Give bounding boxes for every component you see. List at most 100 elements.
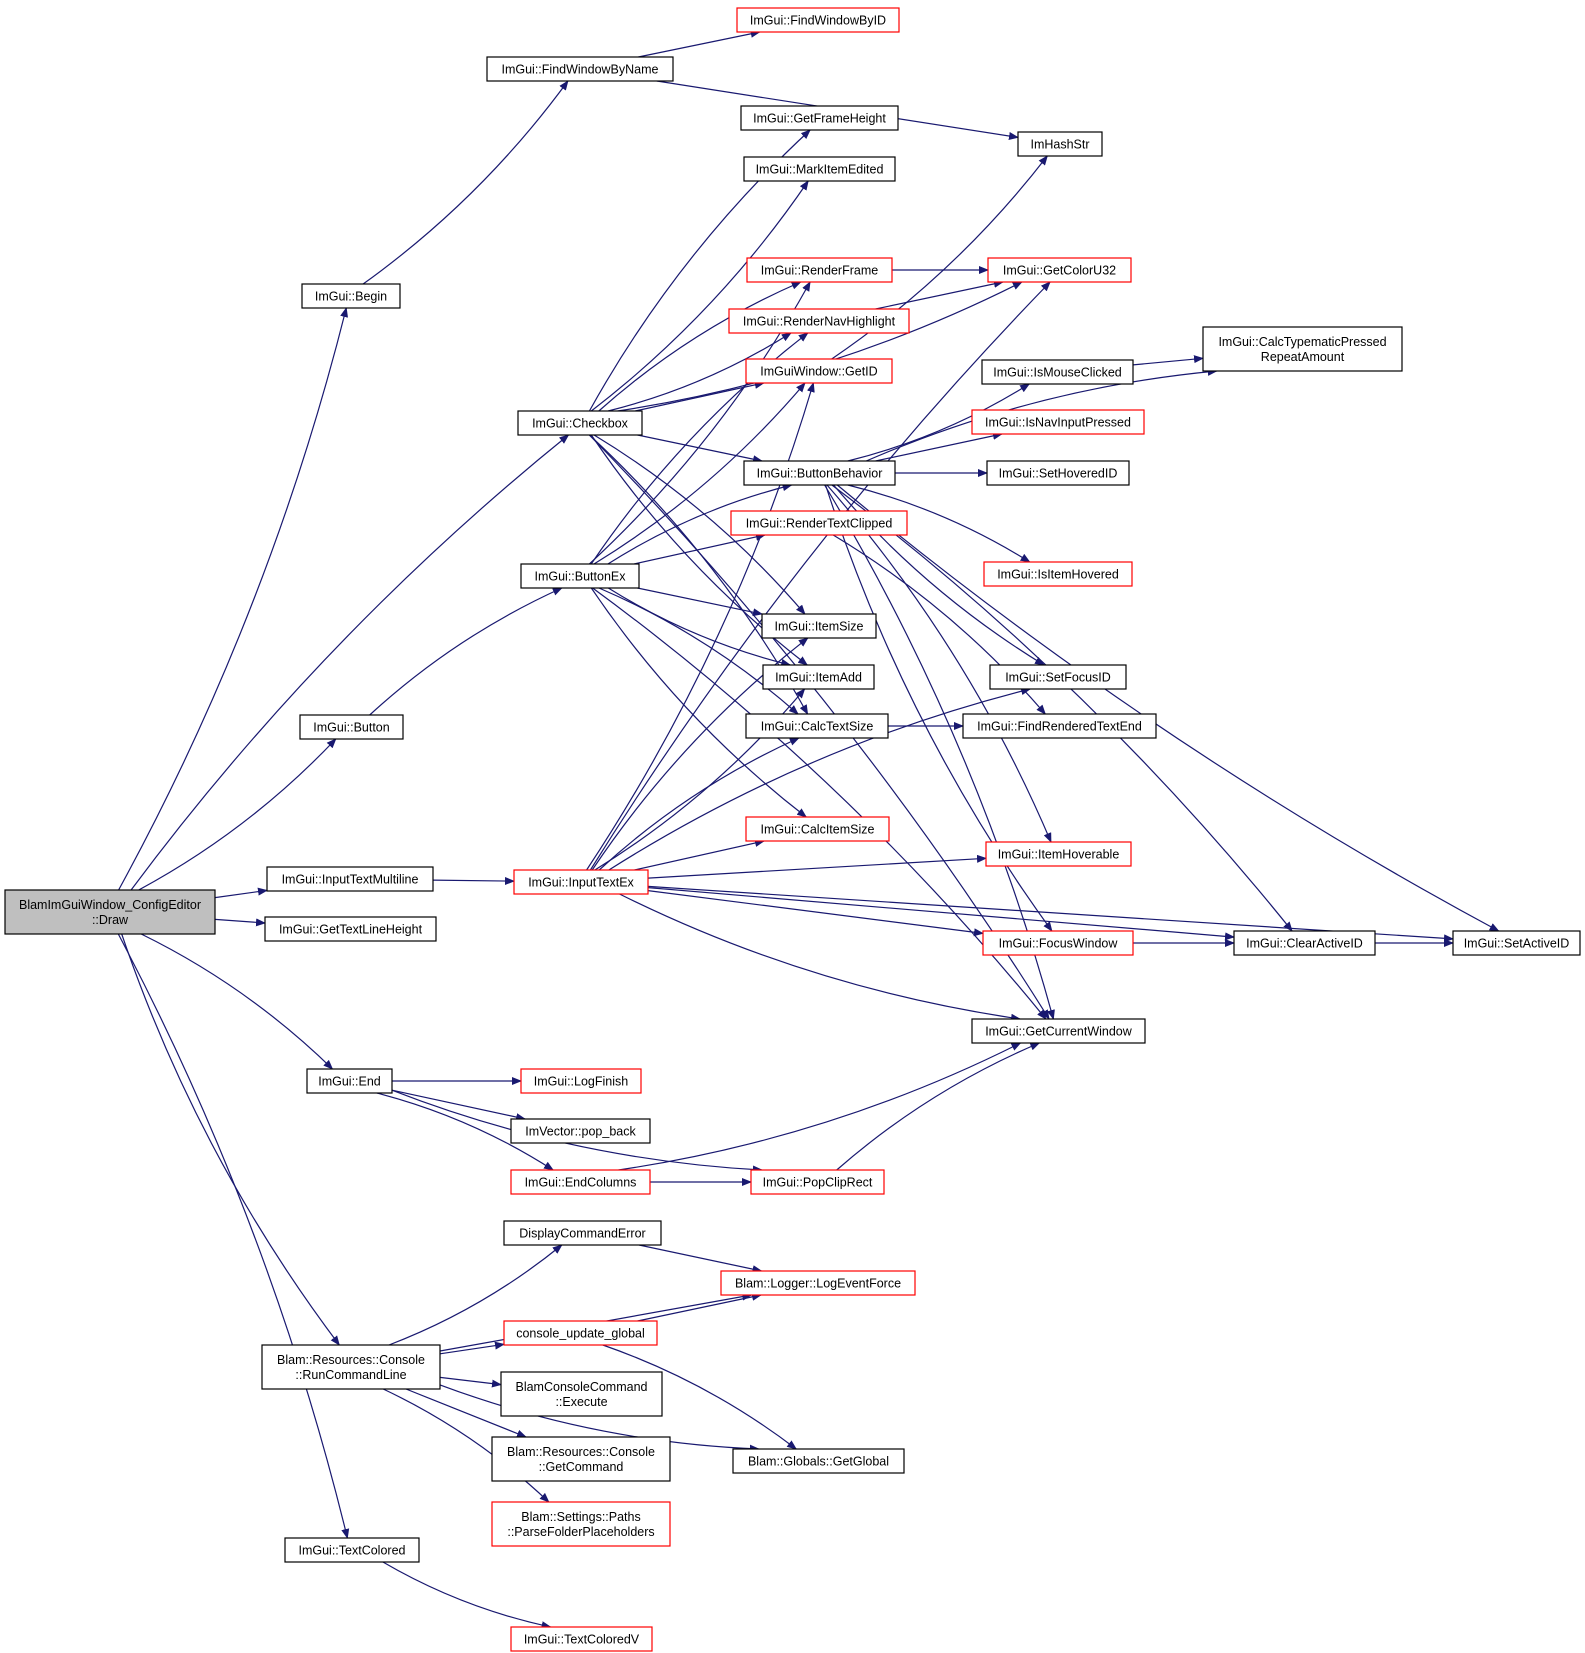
node-buttonex[interactable]: ImGui::ButtonEx [520, 563, 640, 589]
node-isnavinput[interactable]: ImGui::IsNavInputPressed [971, 409, 1145, 435]
edge-runcmd-to-getglobal [439, 1384, 760, 1453]
node-consoleupdate[interactable]: console_update_global [503, 1320, 658, 1346]
node-box [520, 563, 640, 589]
edge-displayerr-to-logevent [638, 1244, 763, 1274]
node-parsefolder[interactable]: Blam::Settings::Paths::ParseFolderPlaceh… [491, 1501, 671, 1547]
edge-buttonbehavior-to-ismouseclicked [847, 383, 1031, 462]
node-itemadd[interactable]: ImGui::ItemAdd [762, 664, 875, 690]
node-logfinish[interactable]: ImGui::LogFinish [520, 1068, 642, 1094]
edge-inputex-to-calctextsize [598, 737, 800, 871]
node-getid[interactable]: ImGuiWindow::GetID [745, 358, 893, 384]
node-endcolumns[interactable]: ImGui::EndColumns [510, 1169, 651, 1195]
edge-inputex-to-setfocusid [608, 687, 1032, 871]
node-getglobal[interactable]: Blam::Globals::GetGlobal [732, 1448, 905, 1474]
node-label: ::Execute [555, 1395, 607, 1409]
edge-buttonex-to-calctextsize [598, 587, 799, 715]
node-box [745, 358, 893, 384]
node-logevent[interactable]: Blam::Logger::LogEventForce [720, 1270, 916, 1296]
node-box [491, 1436, 671, 1482]
node-popcliprect[interactable]: ImGui::PopClipRect [750, 1169, 885, 1195]
node-execute[interactable]: BlamConsoleCommand::Execute [500, 1371, 663, 1417]
node-box [486, 56, 674, 82]
node-box [983, 561, 1133, 587]
edge-inputex-to-calcitemsize [634, 839, 765, 871]
edge-buttonbehavior-to-itemhoverable [826, 484, 1052, 843]
node-box [732, 1448, 905, 1474]
edge-checkbox-to-rendernav [607, 332, 792, 412]
node-getcommand[interactable]: Blam::Resources::Console::GetCommand [491, 1436, 671, 1482]
node-label: ImGui::Checkbox [532, 417, 629, 431]
node-focuswindow[interactable]: ImGui::FocusWindow [982, 930, 1134, 956]
node-rendernav[interactable]: ImGui::RenderNavHighlight [728, 308, 910, 334]
node-renderframe[interactable]: ImGui::RenderFrame [746, 257, 893, 283]
node-box [987, 257, 1132, 283]
edge-buttonex-to-buttonbehavior [607, 483, 793, 565]
edge-popcliprect-to-getcurrentwindow [836, 1042, 1041, 1171]
node-box [503, 1220, 662, 1246]
node-rendertextclipped[interactable]: ImGui::RenderTextClipped [730, 510, 908, 536]
node-textlineheight[interactable]: ImGui::GetTextLineHeight [264, 916, 437, 942]
node-box [743, 156, 896, 182]
node-label: ImGui::CalcTypematicPressed [1218, 335, 1386, 349]
node-setfocusid[interactable]: ImGui::SetFocusID [989, 664, 1127, 690]
node-textcoloredv[interactable]: ImGui::TextColoredV [510, 1626, 653, 1652]
node-begin[interactable]: ImGui::Begin [301, 283, 401, 309]
node-label: ImGui::ItemAdd [775, 671, 862, 685]
node-findrenderedtextend[interactable]: ImGui::FindRenderedTextEnd [962, 713, 1157, 739]
node-markedited[interactable]: ImGui::MarkItemEdited [743, 156, 896, 182]
node-inputmulti[interactable]: ImGui::InputTextMultiline [266, 866, 434, 892]
node-label: ImGui::CalcTextSize [761, 720, 874, 734]
node-ismouseclicked[interactable]: ImGui::IsMouseClicked [981, 359, 1134, 385]
node-end[interactable]: ImGui::End [306, 1068, 393, 1094]
node-box [306, 1068, 393, 1094]
node-clearactiveid[interactable]: ImGui::ClearActiveID [1233, 930, 1376, 956]
node-root[interactable]: BlamImGuiWindow_ConfigEditor::Draw [4, 889, 216, 935]
node-box [761, 613, 877, 639]
node-sethoveredid[interactable]: ImGui::SetHoveredID [986, 460, 1130, 486]
node-calcitemsize[interactable]: ImGui::CalcItemSize [745, 816, 890, 842]
node-box [981, 359, 1134, 385]
node-isitemhovered[interactable]: ImGui::IsItemHovered [983, 561, 1133, 587]
node-frameheight[interactable]: ImGui::GetFrameHeight [740, 105, 899, 131]
node-findbyname[interactable]: ImGui::FindWindowByName [486, 56, 674, 82]
node-label: RepeatAmount [1261, 350, 1345, 364]
node-label: ImGui::IsNavInputPressed [985, 416, 1131, 430]
node-checkbox[interactable]: ImGui::Checkbox [517, 410, 643, 436]
node-label: ImGui::RenderNavHighlight [743, 315, 896, 329]
node-label: ImGui::ClearActiveID [1246, 937, 1363, 951]
node-getcoloru32[interactable]: ImGui::GetColorU32 [987, 257, 1132, 283]
node-box [743, 460, 896, 486]
node-label: ImGuiWindow::GetID [760, 365, 877, 379]
edge-getid-to-imhashstr [831, 155, 1048, 360]
node-textcolored[interactable]: ImGui::TextColored [284, 1537, 420, 1563]
node-itemsize[interactable]: ImGui::ItemSize [761, 613, 877, 639]
node-label: ImGui::GetColorU32 [1003, 264, 1116, 278]
edge-checkbox-to-itemadd [590, 434, 808, 666]
node-setactiveid[interactable]: ImGui::SetActiveID [1452, 930, 1581, 956]
node-box [982, 930, 1134, 956]
node-label: ::ParseFolderPlaceholders [507, 1525, 654, 1539]
node-popback[interactable]: ImVector::pop_back [510, 1118, 651, 1144]
node-inputex[interactable]: ImGui::InputTextEx [513, 869, 649, 895]
node-button[interactable]: ImGui::Button [299, 714, 404, 740]
node-displayerr[interactable]: DisplayCommandError [503, 1220, 662, 1246]
node-label: ImGui::SetActiveID [1464, 937, 1570, 951]
node-label: ImGui::FindWindowByName [502, 63, 659, 77]
node-findbyid[interactable]: ImGui::FindWindowByID [736, 7, 900, 33]
node-box [971, 409, 1145, 435]
node-label: ImGui::RenderTextClipped [746, 517, 893, 531]
edge-button-to-buttonex [369, 587, 563, 716]
node-runcmd[interactable]: Blam::Resources::Console::RunCommandLine [261, 1344, 441, 1390]
node-buttonbehavior[interactable]: ImGui::ButtonBehavior [743, 460, 896, 486]
node-box [762, 664, 875, 690]
edge-findbyname-to-findbyid [638, 29, 761, 58]
node-itemhoverable[interactable]: ImGui::ItemHoverable [985, 841, 1132, 867]
node-box [1452, 930, 1581, 956]
edge-checkbox-to-itemsize [593, 434, 806, 615]
node-getcurrentwindow[interactable]: ImGui::GetCurrentWindow [971, 1018, 1146, 1044]
edge-buttonex-to-getid [593, 382, 806, 565]
node-calctextsize[interactable]: ImGui::CalcTextSize [745, 713, 889, 739]
node-imhashstr[interactable]: ImHashStr [1017, 131, 1103, 157]
